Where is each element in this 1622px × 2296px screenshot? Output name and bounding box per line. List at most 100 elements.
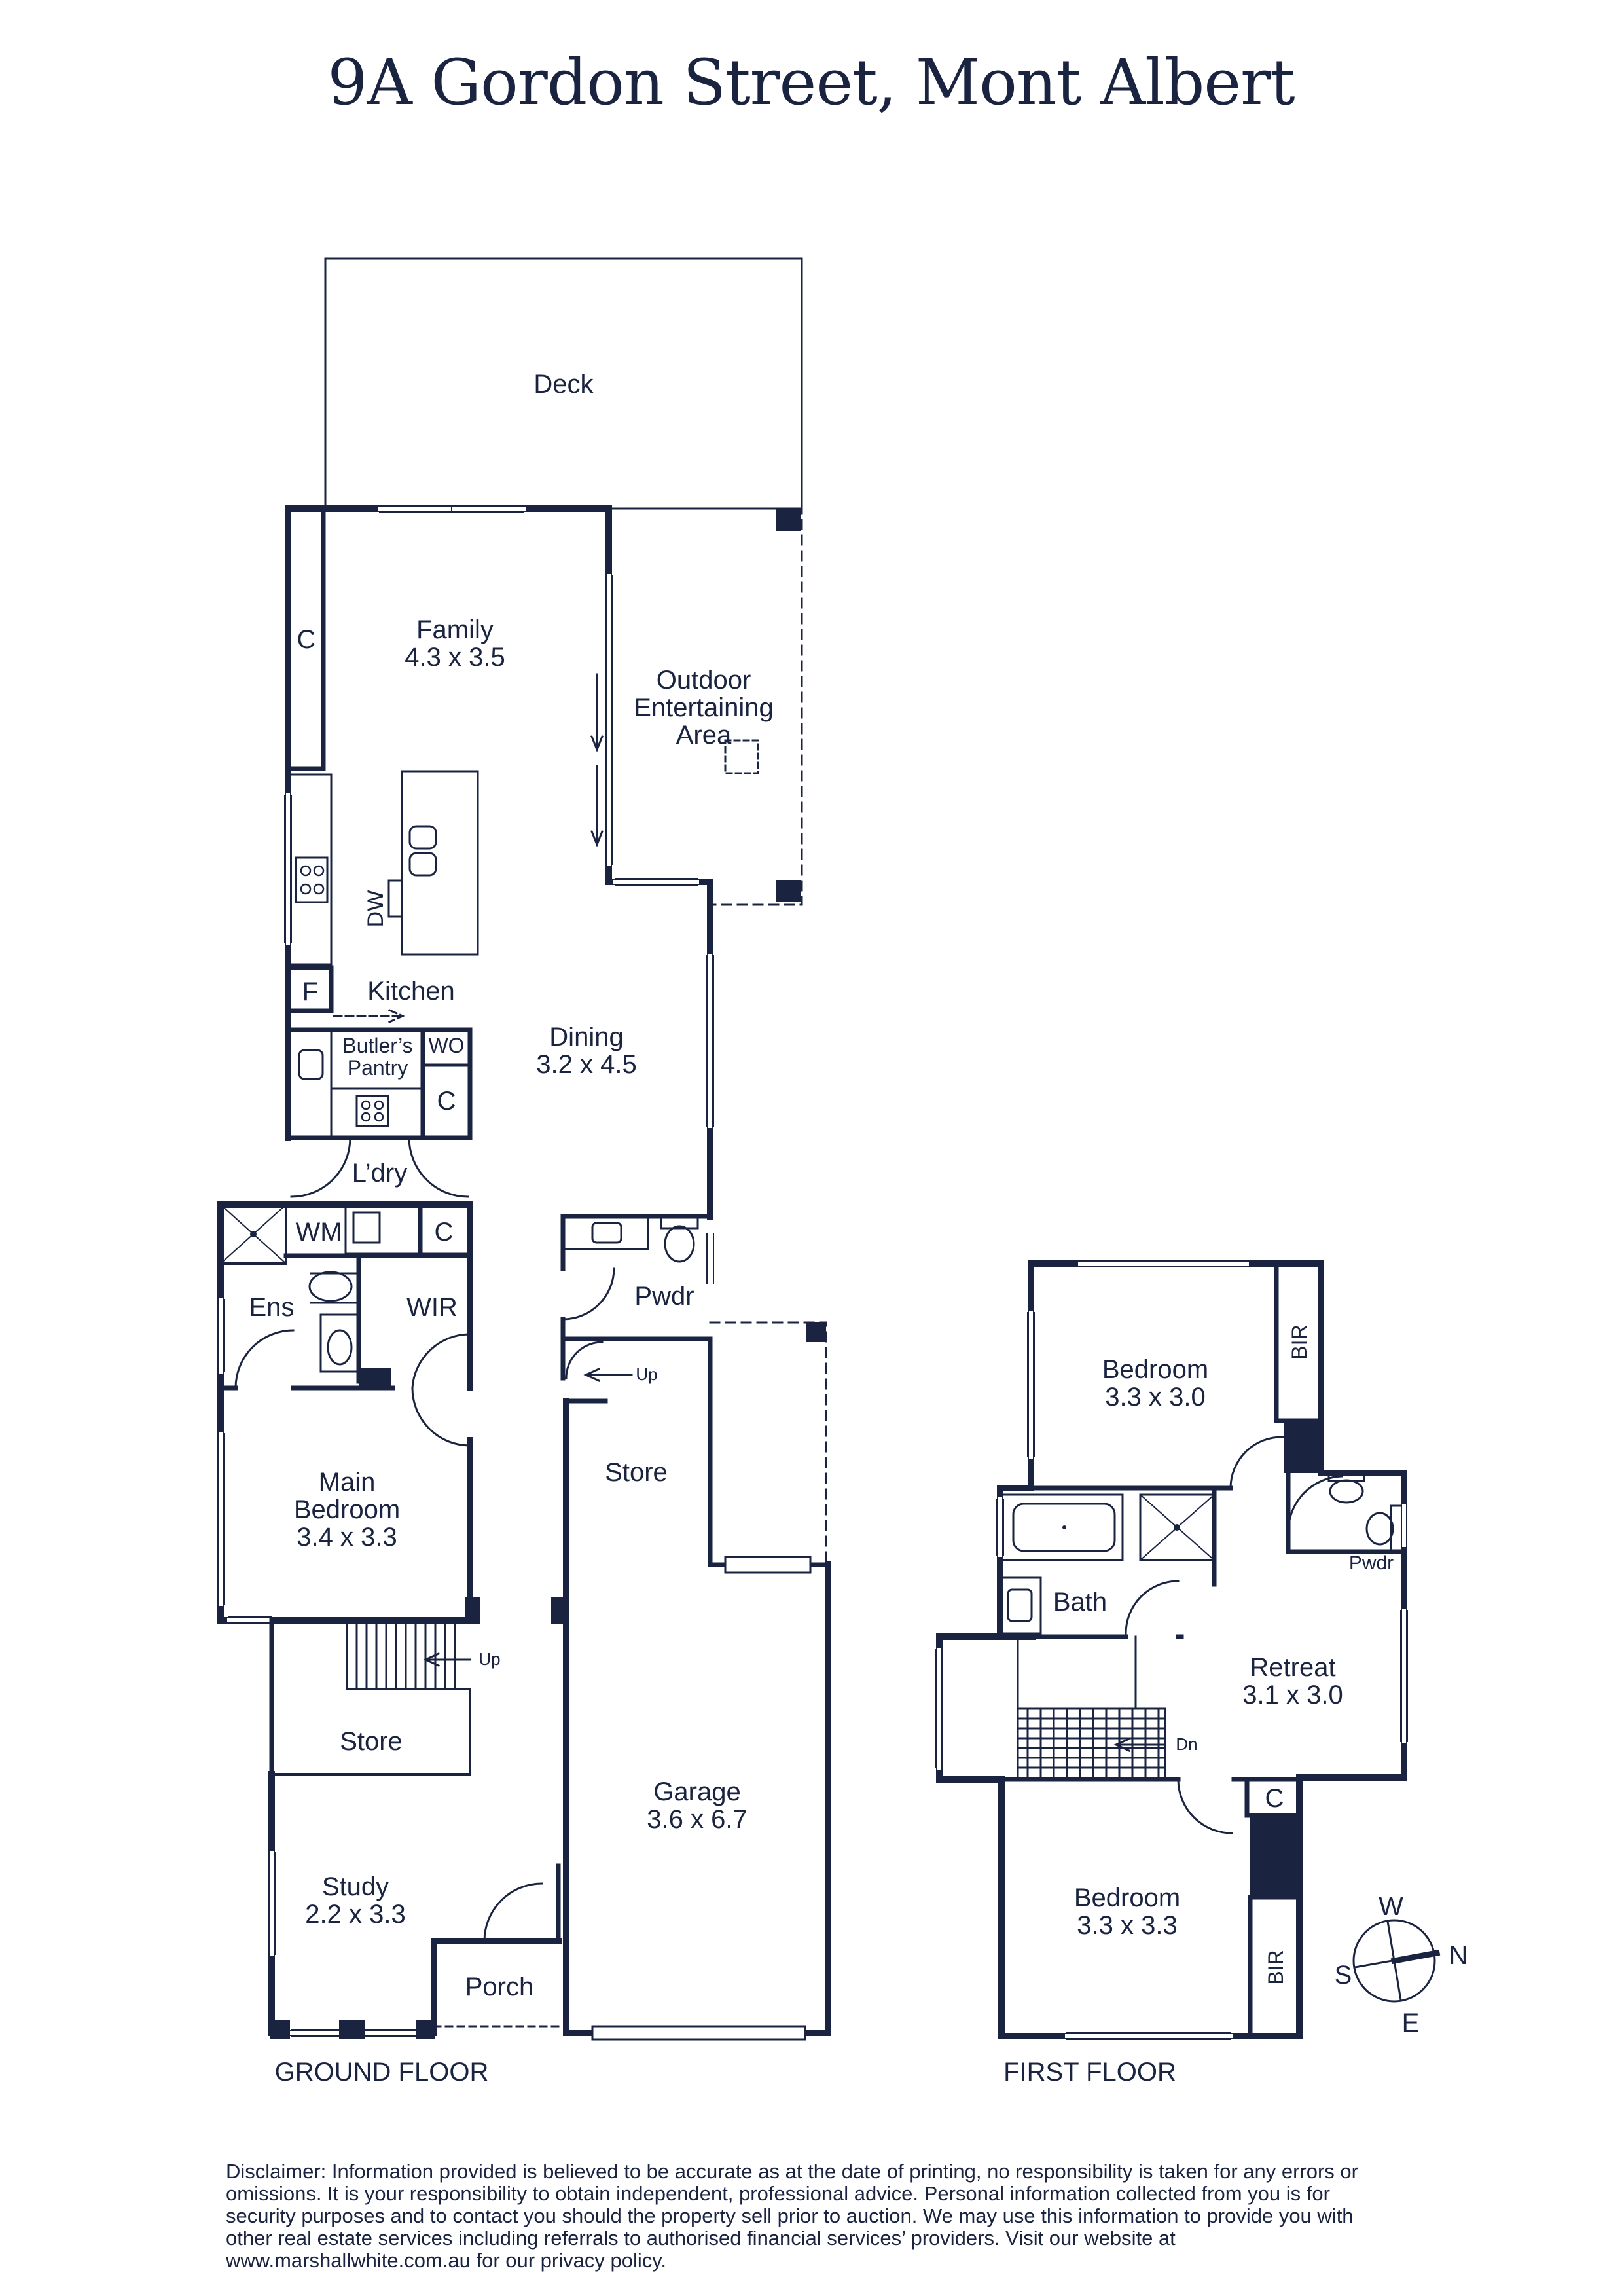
pwdr-door-swing xyxy=(562,1267,615,1321)
bedroom-label: Bedroom xyxy=(1102,1355,1208,1384)
outdoor-column xyxy=(776,880,801,902)
stair-up-label: Up xyxy=(636,1364,657,1384)
stair-up-label: Up xyxy=(478,1649,500,1669)
pantry-bench xyxy=(287,1029,333,1139)
dishwasher xyxy=(387,879,403,918)
stair-dn-label: Dn xyxy=(1176,1734,1197,1754)
shower-drain xyxy=(1174,1524,1180,1531)
outdoor-area-dashed xyxy=(607,507,803,906)
pantry-label-2: Pantry xyxy=(348,1056,408,1080)
pwdr-vanity xyxy=(562,1215,649,1250)
cooktop-burner xyxy=(361,1100,371,1110)
ground-floor-label: GROUND FLOOR xyxy=(275,2058,489,2086)
cooktop-burner xyxy=(300,865,312,877)
garage-column xyxy=(806,1322,826,1342)
family-wall xyxy=(285,505,713,1220)
pwdr-label: Pwdr xyxy=(634,1282,694,1311)
bedroom-door-swing xyxy=(1229,1436,1284,1489)
garage-wall xyxy=(563,1398,831,2036)
toilet-bowl xyxy=(664,1225,695,1263)
cooktop-burner xyxy=(374,1100,384,1110)
bedroom-label: Bedroom xyxy=(1074,1884,1180,1912)
pwdr-basin xyxy=(591,1222,622,1244)
shower-drain xyxy=(250,1231,257,1237)
deck-label: Deck xyxy=(533,370,594,399)
family-cupboard xyxy=(285,506,326,771)
pwdr-wall xyxy=(1286,1470,1407,1554)
disclaimer-text: Disclaimer: Information provided is beli… xyxy=(226,2160,1358,2272)
pantry-sink xyxy=(298,1049,324,1080)
bath-basin xyxy=(1007,1588,1033,1622)
outdoor-column xyxy=(776,509,801,531)
fridge-label: F xyxy=(302,977,318,1006)
bath-drain xyxy=(1062,1525,1066,1529)
family-label: Family xyxy=(416,615,494,644)
outdoor-label-3: Area xyxy=(676,721,732,750)
bir-label: BIR xyxy=(1288,1324,1311,1359)
door-swing xyxy=(290,1137,351,1198)
pwdr-label: Pwdr xyxy=(1349,1552,1394,1574)
wall-column xyxy=(339,2020,365,2039)
bath-wall xyxy=(998,1485,1217,1587)
pwdr-basin xyxy=(1365,1512,1394,1546)
garage-size: 3.6 x 6.7 xyxy=(647,1805,747,1834)
stair-treads xyxy=(346,1619,471,1690)
cooktop-burner xyxy=(300,883,312,895)
first-floor-wall xyxy=(997,1260,1034,1640)
kitchen-label: Kitchen xyxy=(367,977,454,1006)
bath-label: Bath xyxy=(1053,1588,1107,1616)
outdoor-label-1: Outdoor xyxy=(657,666,751,695)
feature-dashed-square xyxy=(724,739,759,774)
family-size: 4.3 x 3.5 xyxy=(405,643,505,672)
cooktop-burner xyxy=(313,865,325,877)
store-wall xyxy=(270,1688,471,1776)
cupboard-label: C xyxy=(437,1087,456,1116)
toilet-bowl xyxy=(327,1329,353,1366)
vanity-bench xyxy=(310,1272,360,1304)
ensuite-door-swing xyxy=(234,1329,295,1389)
garage-label: Garage xyxy=(653,1777,740,1806)
dining-label: Dining xyxy=(549,1023,623,1051)
sink-icon xyxy=(408,852,437,877)
cupboard-label: C xyxy=(435,1218,454,1247)
toilet-cistern xyxy=(660,1215,699,1230)
main-bedroom-label-2: Bedroom xyxy=(294,1495,400,1524)
cooktop-burner xyxy=(361,1112,371,1122)
sink-icon xyxy=(408,825,437,850)
compass-e: E xyxy=(1402,2009,1420,2037)
dining-size: 3.2 x 4.5 xyxy=(536,1050,636,1079)
retreat-size: 3.1 x 3.0 xyxy=(1242,1681,1343,1709)
store-label: Store xyxy=(340,1727,403,1756)
store-label: Store xyxy=(605,1458,668,1487)
pantry-label-1: Butler’s xyxy=(342,1034,412,1057)
toilet-bowl xyxy=(1329,1479,1364,1504)
door-arrow xyxy=(590,765,604,848)
page-title: 9A Gordon Street, Mont Albert xyxy=(327,46,1295,119)
laundry-sink xyxy=(352,1211,381,1244)
garage-dashed xyxy=(709,1321,827,1566)
porch-label: Porch xyxy=(465,1973,534,2001)
retreat-label: Retreat xyxy=(1250,1653,1335,1682)
porch-door xyxy=(483,1882,543,1942)
ground-floor-plan xyxy=(217,257,831,2041)
first-floor-plan xyxy=(935,1260,1408,2040)
compass-w: W xyxy=(1379,1892,1403,1921)
kitchen-island xyxy=(401,770,479,956)
bath-vanity xyxy=(1000,1576,1042,1635)
shower-icon xyxy=(1139,1493,1216,1561)
laundry-label: L’dry xyxy=(352,1159,408,1188)
bir-bottom xyxy=(1248,1895,1302,2039)
toilet-icon xyxy=(319,1313,360,1373)
study-size: 2.2 x 3.3 xyxy=(305,1900,405,1929)
wo-label: WO xyxy=(428,1034,464,1057)
toilet-cistern xyxy=(1327,1472,1365,1482)
wall-column xyxy=(270,2020,290,2039)
door-swing xyxy=(408,1137,469,1198)
bedroom-size: 3.3 x 3.0 xyxy=(1105,1383,1205,1412)
main-bedroom-size: 3.4 x 3.3 xyxy=(297,1523,397,1552)
store-door xyxy=(565,1341,604,1379)
wir-column xyxy=(359,1368,391,1388)
garage-window xyxy=(724,1556,812,1574)
door-arrow xyxy=(590,673,604,753)
